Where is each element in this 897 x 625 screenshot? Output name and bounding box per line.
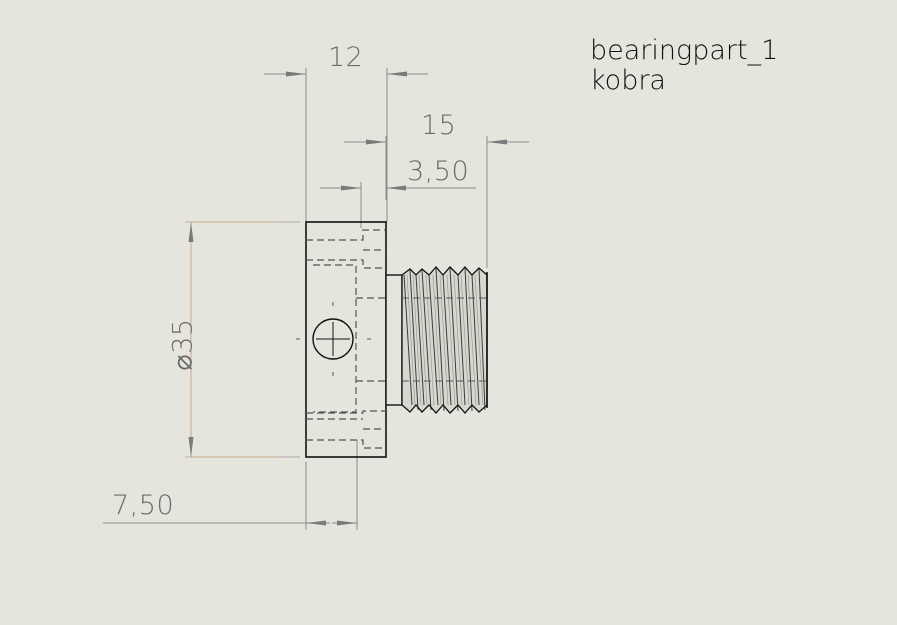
dimension-3-50-label: 3,50 — [407, 156, 470, 187]
author-name: kobra — [590, 65, 666, 96]
title-block: bearingpart_1 kobra — [590, 36, 778, 96]
thread-undercut — [385, 274, 403, 406]
threaded-shank — [401, 266, 488, 414]
dimension-7-50[interactable] — [103, 440, 358, 530]
dimension-3-50[interactable] — [320, 182, 476, 228]
diameter-value: 35 — [167, 318, 199, 354]
cross-hole — [312, 318, 354, 360]
dimension-15-label: 15 — [421, 110, 457, 141]
part-geometry — [296, 221, 488, 458]
dimension-12[interactable] — [264, 68, 428, 222]
hidden-lines — [306, 229, 487, 449]
dimension-12-label: 12 — [328, 42, 364, 73]
center-marks — [296, 302, 371, 376]
dimension-7-50-label: 7,50 — [112, 490, 175, 521]
diameter-symbol-icon: ⌀ — [167, 353, 199, 371]
dimension-diameter-35-label: ⌀35 — [167, 310, 199, 380]
dimension-diameter-35[interactable] — [185, 221, 300, 458]
part-name: bearingpart_1 — [590, 35, 779, 66]
